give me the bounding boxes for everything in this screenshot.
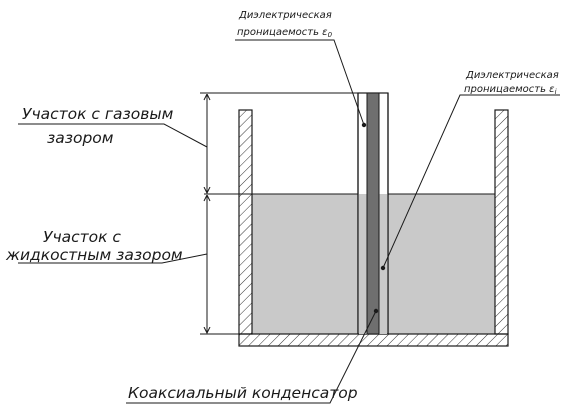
capacitor-leader-dot <box>373 308 379 314</box>
liquid-section-label: Участок с жидкостным зазором <box>5 228 183 264</box>
permittivity-liquid-subscript: i <box>555 88 557 96</box>
gas-section-label-line1: Участок с газовым <box>22 105 174 123</box>
permittivity-gas-label-line2: проницаемость ε0 <box>237 27 333 39</box>
inner-electrode <box>366 92 380 335</box>
capacitor-leader <box>126 310 377 404</box>
permittivity-liquid-label: Диэлектрическая проницаемость εi <box>464 70 562 96</box>
leader-lines <box>18 39 560 404</box>
liquid-section-label-line2: жидкостным зазором <box>5 246 183 264</box>
gas-section-leader <box>18 123 208 148</box>
gas-section-label: Участок с газовым зазором <box>22 105 178 147</box>
capacitor-label: Коаксиальный конденсатор <box>128 384 358 402</box>
permittivity-gas-label: Диэлектрическая проницаемость ε0 <box>237 10 335 39</box>
permittivity-gas-symbol: проницаемость ε <box>237 27 328 38</box>
permittivity-gas-leader <box>235 39 365 126</box>
dimension-line <box>200 92 358 335</box>
permittivity-gas-label-line1: Диэлектрическая <box>238 10 332 21</box>
permittivity-liquid-leader-dot <box>380 265 386 271</box>
permittivity-liquid-label-line1: Диэлектрическая <box>465 70 559 81</box>
liquid-section-leader <box>18 253 208 264</box>
coaxial-capacitor <box>357 92 389 335</box>
permittivity-liquid-label-line2: проницаемость εi <box>464 84 557 96</box>
vessel <box>238 109 509 347</box>
permittivity-liquid-leader <box>382 94 560 269</box>
vessel-left-wall <box>238 109 253 335</box>
permittivity-gas-subscript: 0 <box>328 31 333 39</box>
gas-section-label-line2: зазором <box>47 129 114 147</box>
liquid-section-label-line1: Участок с <box>43 228 121 246</box>
permittivity-liquid-symbol: проницаемость ε <box>464 84 555 95</box>
permittivity-gas-leader-dot <box>361 122 367 128</box>
vessel-right-wall <box>494 109 509 335</box>
vessel-bottom <box>238 333 509 347</box>
